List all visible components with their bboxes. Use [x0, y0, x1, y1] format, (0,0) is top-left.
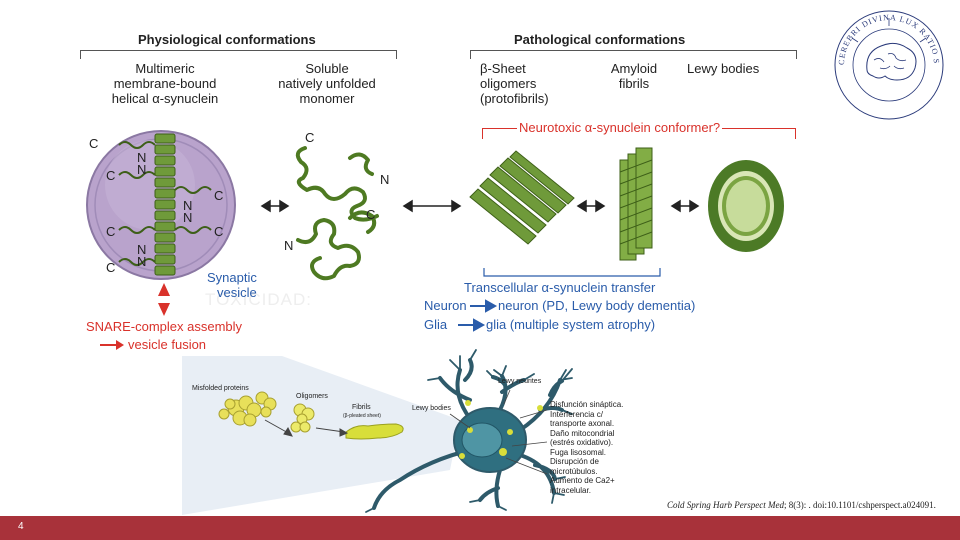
term-c-7: C: [305, 130, 315, 145]
beta-sheet-oligomer: [469, 150, 575, 245]
effect-item: microtúbulos.: [550, 466, 598, 476]
fusion-arrow: [100, 340, 124, 350]
effect-item: Fuga lisosomal.: [550, 447, 607, 457]
transfer-neuron-a: Neuron: [424, 298, 467, 313]
term-n-3: N: [183, 198, 193, 213]
synaptic-line2: vesicle: [217, 285, 257, 300]
university-seal-logo: CEREBRI DIVINA LUX RATIO SALUS SUPERSTIT…: [832, 8, 944, 120]
effect-item: Disrupción de: [550, 457, 599, 466]
lewy-bodies-small-label: Lewy bodies: [412, 405, 451, 412]
col-lewy-bodies-label: Lewy bodies: [687, 61, 760, 76]
effect-item: transporte axonal.: [550, 419, 615, 428]
fibril-blob: [345, 423, 404, 440]
neuron-graphic: [372, 358, 564, 510]
watermark-text: TOXICIDAD:: [205, 290, 312, 309]
physiological-header: Physiological conformations: [138, 32, 316, 47]
effect-item: Aumento de Ca2+: [550, 476, 615, 485]
lewy-neurites-label: Lewy neurites: [498, 378, 542, 385]
effect-item: (estrés oxidativo).: [550, 438, 614, 447]
col3-line1: β-Sheet: [480, 61, 526, 76]
transfer-glia-a: Glia: [424, 317, 448, 332]
col-soluble-label: Soluble natively unfolded monomer: [262, 61, 392, 106]
col1-line2: membrane-bound: [113, 76, 217, 91]
misfolded-protein-blobs: [218, 391, 277, 427]
term-c-1: C: [89, 136, 99, 151]
term-c-6: C: [106, 260, 116, 275]
col-membrane-bound-label: Multimeric membrane-bound helical α-synu…: [95, 61, 235, 106]
magnification-beam: [182, 356, 460, 515]
page-number: 4: [18, 521, 24, 532]
col1-line1: Multimeric: [135, 61, 195, 76]
col4-line2: fibrils: [618, 76, 650, 91]
fibrils-label: Fibrils: [352, 404, 371, 411]
neurotoxic-label: Neurotoxic α-synuclein conformer?: [517, 120, 723, 135]
col2-line2: natively unfolded: [278, 76, 376, 91]
pathological-bracket: [470, 50, 797, 59]
misfolded-label: Misfolded proteins: [192, 385, 249, 392]
col3-line3: (protofibrils): [480, 91, 549, 106]
helical-synuclein-stack: [154, 133, 176, 276]
transfer-neuron-b: neuron (PD, Lewy body dementia): [498, 298, 696, 313]
synaptic-line1: Synaptic: [207, 270, 257, 285]
transfer-arrows: [458, 299, 498, 332]
effect-item: Daño mitocondrial: [550, 428, 615, 438]
oligomers-label: Oligomers: [296, 393, 328, 400]
transfer-title: Transcellular α-synuclein transfer: [464, 280, 656, 295]
callout-lines: [449, 389, 548, 475]
col-amyloid-label: Amyloid fibrils: [596, 61, 672, 91]
footer-bar: 4: [0, 516, 960, 540]
transfer-bracket: [483, 268, 661, 277]
oligomer-blobs: [290, 403, 315, 433]
term-c-3: C: [214, 188, 224, 203]
term-c-5: C: [214, 224, 224, 239]
col3-line2: oligomers: [480, 76, 537, 91]
pathological-header: Pathological conformations: [514, 32, 686, 47]
effect-item: Disfunción sináptica.: [550, 400, 624, 409]
transfer-glia-b: glia (multiple system atrophy): [486, 317, 656, 332]
col1-line3: helical α-synuclein: [111, 91, 219, 106]
term-n-4: N: [183, 210, 193, 225]
term-n-7: N: [380, 172, 390, 187]
svg-text:CEREBRI DIVINA LUX RATIO SALUS: CEREBRI DIVINA LUX RATIO SALUS SUPERSTIT…: [832, 8, 941, 65]
citation-rest: ; 8(3): . doi:10.1101/cshperspect.a02409…: [784, 500, 936, 510]
term-n-1: N: [137, 150, 147, 165]
term-n-8: N: [284, 238, 294, 253]
term-c-8: C: [366, 207, 376, 222]
lewy-body-graphic: [708, 160, 784, 252]
effect-item: intracelular.: [550, 485, 591, 495]
snare-arrow: [158, 283, 170, 316]
term-n-5: N: [137, 242, 147, 257]
synuclein-tails: [118, 141, 212, 266]
effect-item: Interferencia c/: [550, 409, 603, 419]
col-oligomers-label: β-Sheet oligomers (protofibrils): [480, 61, 580, 106]
vesicle-fusion-label: vesicle fusion: [128, 337, 207, 352]
term-n-6: N: [137, 254, 147, 269]
col2-line3: monomer: [299, 91, 355, 106]
lewy-inclusions: [459, 400, 543, 459]
term-n-2: N: [137, 162, 147, 177]
neuron-dendrite-tips: [365, 349, 573, 513]
amyloid-fibril: [619, 147, 653, 261]
equilibrium-arrows: [260, 199, 700, 213]
pathway-arrows: [264, 419, 349, 437]
physiological-bracket: [80, 50, 397, 59]
citation: Cold Spring Harb Perspect Med; 8(3): . d…: [667, 500, 936, 510]
synaptic-vesicle-label: Synaptic vesicle: [207, 270, 257, 300]
term-c-4: C: [106, 224, 116, 239]
col4-line1: Amyloid: [610, 61, 658, 76]
pathology-effects-list: Disfunción sináptica. Interferencia c/ t…: [550, 400, 623, 495]
term-c-2: C: [106, 168, 116, 183]
citation-journal: Cold Spring Harb Perspect Med: [667, 500, 784, 510]
seal-lettering: CEREBRI DIVINA LUX RATIO SALUS SUPERSTIT…: [832, 8, 940, 65]
fibrils-sub-label: (β-pleated sheet): [343, 413, 381, 419]
col2-line1: Soluble: [305, 61, 349, 76]
soluble-monomers: [295, 146, 379, 281]
snare-label: SNARE-complex assembly: [86, 319, 243, 334]
